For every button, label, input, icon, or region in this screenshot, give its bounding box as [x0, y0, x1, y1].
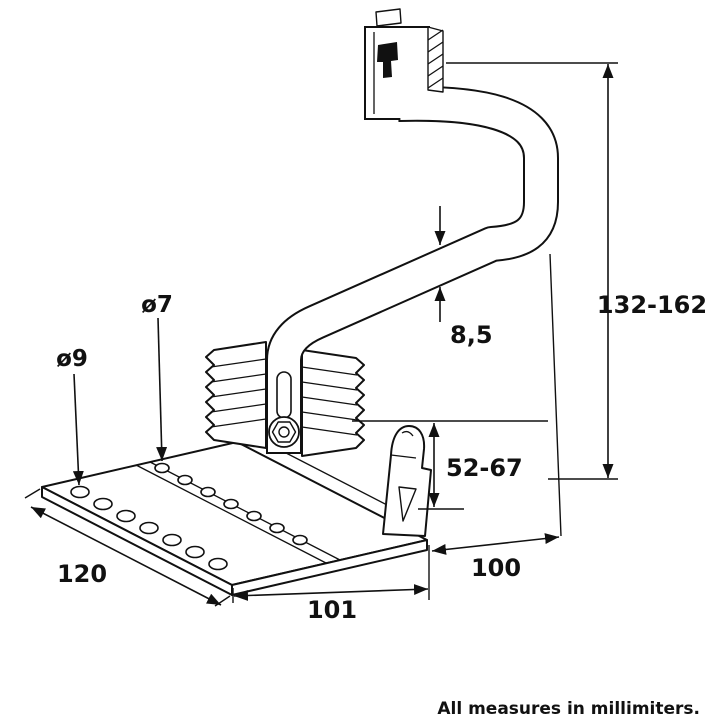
- dim-hole-large: ø9: [56, 346, 88, 486]
- adjustment-slot: [276, 371, 292, 419]
- base-width-label: 101: [307, 596, 357, 624]
- dim-adjustable-height: 52-67: [352, 420, 548, 510]
- arm-thickness-label: 8,5: [450, 321, 493, 349]
- top-clamp: [373, 8, 444, 114]
- hatch-lines: [427, 29, 444, 89]
- bracket-arm: [266, 26, 559, 454]
- dim-arm-thickness: 8,5: [434, 206, 493, 349]
- dim-total-height: 132-162: [446, 62, 706, 480]
- base-length-label: 120: [57, 560, 107, 588]
- serrated-block-left: [205, 341, 267, 449]
- clip-tab: [377, 42, 398, 78]
- flange-nut: [268, 416, 300, 448]
- depth-label: 100: [471, 554, 521, 582]
- dim-hole-small: ø7: [141, 292, 173, 462]
- hole-small-label: ø7: [141, 292, 173, 318]
- footer-note: All measures in millimiters.: [437, 699, 700, 719]
- adjustable-height-label: 52-67: [446, 454, 523, 482]
- dim-base-length: 120: [24, 488, 231, 607]
- serrated-block-right: [301, 349, 365, 457]
- mounting-holes-small: [154, 462, 308, 546]
- total-height-label: 132-162: [597, 291, 706, 319]
- dim-depth: 100: [428, 253, 562, 600]
- hole-large-label: ø9: [56, 346, 88, 372]
- tile-support-profile: [382, 425, 432, 537]
- dim-base-width: 101: [232, 584, 429, 624]
